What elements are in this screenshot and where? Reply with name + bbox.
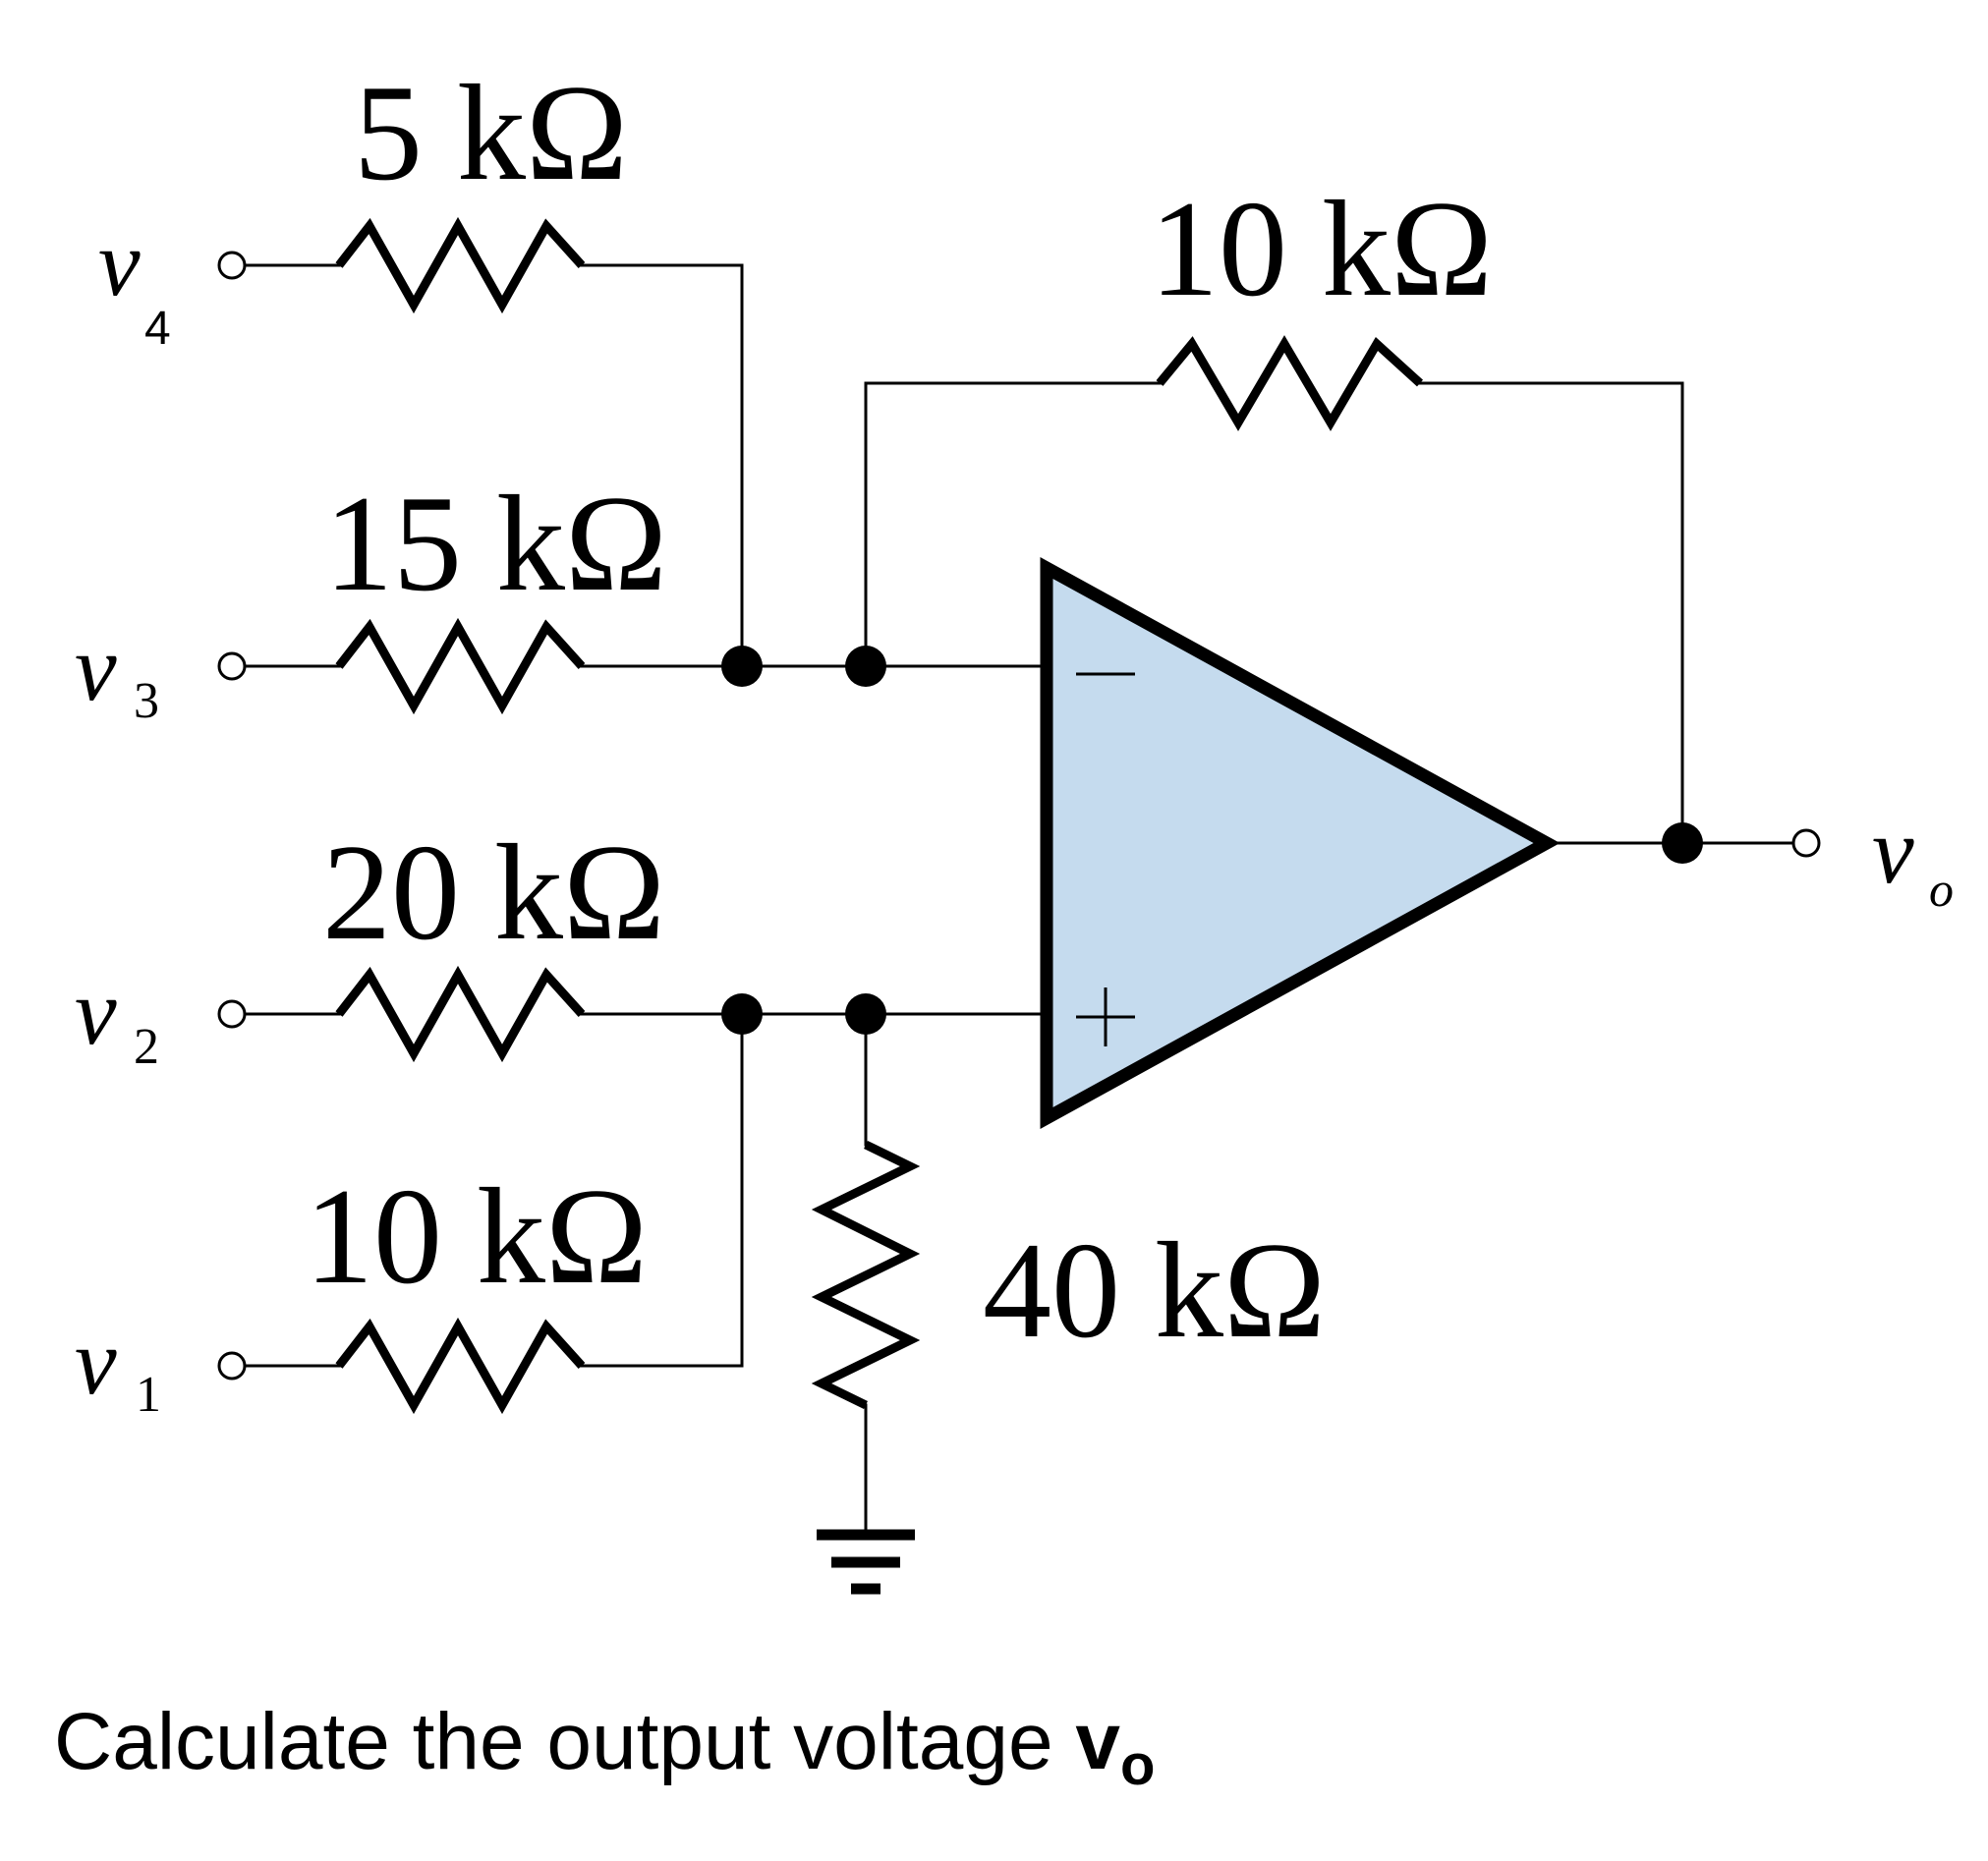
noninverting-input-label: + (0, 0, 1, 1)
label-v3: v 3 (75, 615, 159, 729)
label-v4: v 4 (98, 210, 171, 355)
node-feedback (845, 646, 886, 687)
terminal-v4 (217, 251, 247, 280)
label-r1-value: 10 kΩ (305, 1160, 648, 1313)
label-v2: v 2 (75, 959, 159, 1075)
resistor-ground (811, 1140, 921, 1410)
resistor-r4 (335, 216, 586, 314)
label-r4-value: 5 kΩ (354, 57, 628, 209)
terminals (217, 251, 1821, 1381)
resistor-r3 (335, 617, 586, 715)
label-ground-value: 40 kΩ (983, 1214, 1326, 1367)
node-ground-branch (845, 993, 886, 1035)
resistor-feedback (1156, 335, 1424, 431)
label-r3-value: 15 kΩ (324, 468, 667, 620)
question-subscript: o (1119, 1733, 1156, 1798)
label-vo: v o (1872, 798, 1954, 917)
terminal-v1 (217, 1351, 247, 1381)
node-output (1662, 822, 1703, 864)
ground-symbol (817, 1529, 915, 1595)
terminal-vo (1791, 828, 1821, 858)
resistor-r2 (335, 965, 586, 1063)
resistor-r1 (335, 1317, 586, 1415)
inverting-input-label: − (0, 0, 1, 1)
terminal-v3 (217, 651, 247, 681)
label-r2-value: 20 kΩ (322, 817, 665, 969)
question-text: Calculate the output voltage vo (54, 1702, 1155, 1794)
node-summing-noninverting (721, 993, 763, 1035)
question-variable: v (1075, 1697, 1120, 1786)
label-feedback-value: 10 kΩ (1150, 173, 1493, 325)
node-summing-inverting (721, 646, 763, 687)
op-amp (1040, 557, 1561, 1129)
label-v1: v 1 (75, 1309, 161, 1423)
junction-nodes (721, 646, 1703, 1035)
question-body: Calculate the output voltage (54, 1697, 1076, 1786)
terminal-v2 (217, 999, 247, 1029)
